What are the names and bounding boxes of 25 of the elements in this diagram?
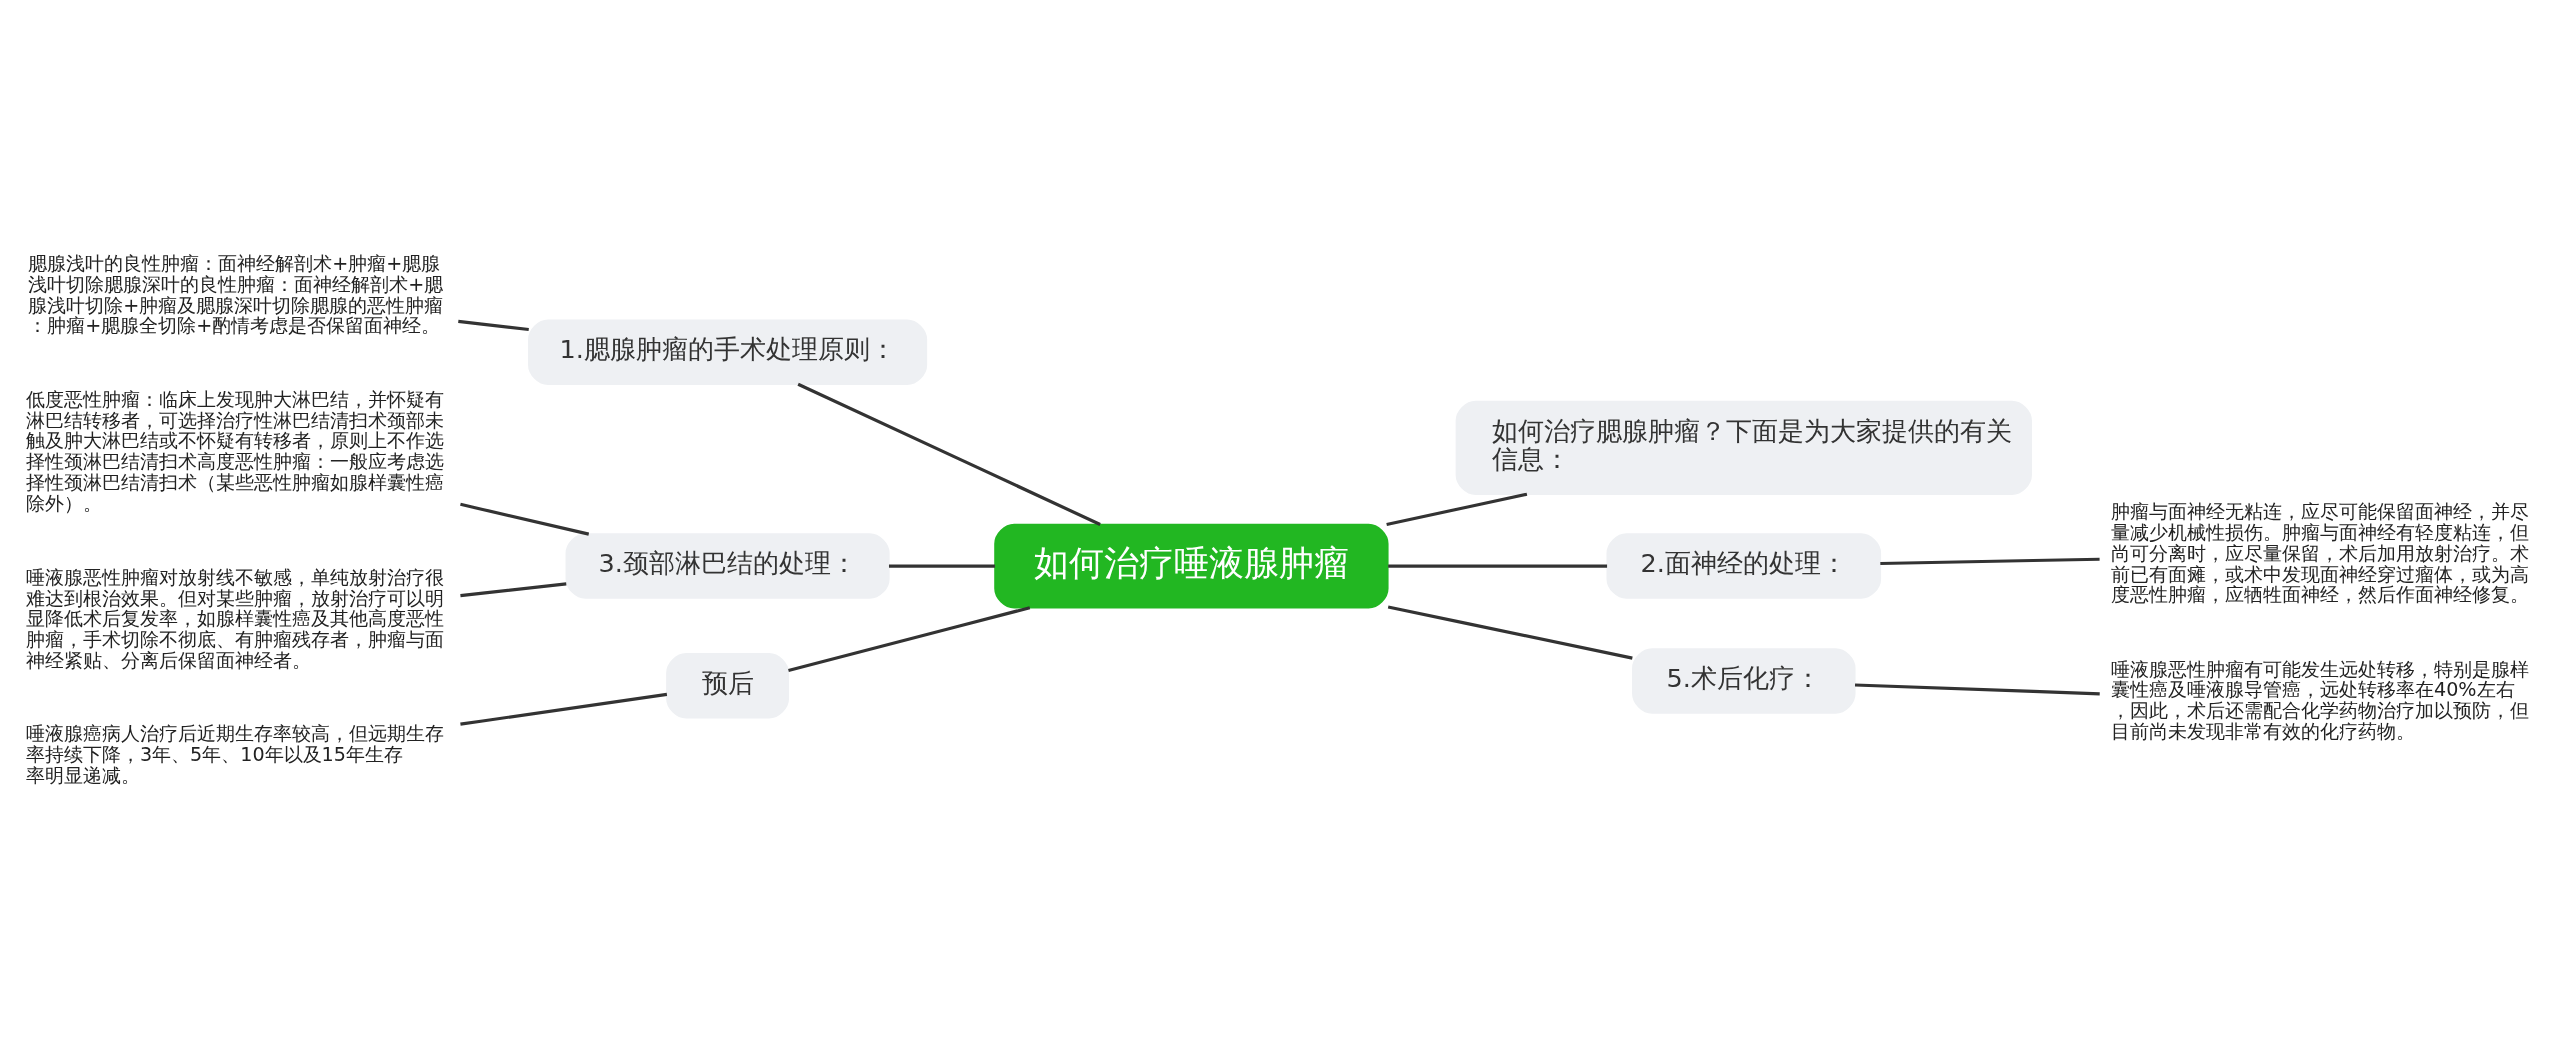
node-text: 肿瘤与面神经无粘连，应尽可能保留面神经，并尽量减少机械性损伤。肿瘤与面神经有轻度粘连，但尚可分离时，应尽量保留，术后加用放射治疗。术前已有面瘫，或术中发现面神经穿过瘤体，或为高度恶性肿瘤，应牺牲面神经，然后作面神经修复。 [2111,499,2530,606]
connector [1880,557,2100,565]
node-box: 5.术后化疗： [1632,647,1856,714]
connector [889,564,995,568]
connector [1387,604,1633,660]
connector [1388,564,1608,568]
connector [788,605,1031,672]
connector [460,692,668,726]
node-box: 预后 [666,652,790,719]
connector [460,502,590,536]
node-box: 3.颈部淋巴结的处理： [565,532,890,599]
connector [1854,682,2100,695]
node-box: 1.腮腺肿瘤的手术处理原则： [528,318,928,385]
node-text: 唾液腺恶性肿瘤对放射线不敏感，单纯放射治疗很难达到根治效果。但对某些肿瘤，放射治疗可以明显降低术后复发率，如腺样囊性癌及其他高度恶性肿瘤，手术切除不彻底、有肿瘤残存者，肿瘤与面神经紧贴、分离后保留面神经者。 [25,565,444,672]
node-text: 唾液腺癌病人治疗后近期生存率较高，但远期生存率持续下降，3年、5年、10年以及15年生存率明显递减。 [25,721,444,787]
connector [460,581,567,597]
node-text: 腮腺浅叶的良性肿瘤：面神经解剖术+肿瘤+腮腺浅叶切除腮腺深叶的良性肿瘤：面神经解剖术+腮腺浅叶切除+肿瘤及腮腺深叶切除腮腺的恶性肿瘤：肿瘤+腮腺全切除+酌情考虑是否保留面神经。 [28,251,444,337]
connector [797,382,1101,526]
connector [1386,492,1528,526]
node-box: 如何治疗腮腺肿瘤？下面是为大家提供的有关信息： [1455,400,2032,495]
node-text: 唾液腺恶性肿瘤有可能发生远处转移，特别是腺样囊性癌及唾液腺导管癌，远处转移率在40%左右，因此，术后还需配合化学药物治疗加以预防，但目前尚未发现非常有效的化疗药物。 [2111,657,2530,743]
connector [458,319,529,331]
node-box: 2.面神经的处理： [1606,532,1882,599]
node-box: 如何治疗唾液腺肿瘤 [994,523,1389,608]
node-text: 低度恶性肿瘤：临床上发现肿大淋巴结，并怀疑有淋巴结转移者，可选择治疗性淋巴结清扫术颈部未触及肿大淋巴结或不怀疑有转移者，原则上不作选择性颈淋巴结清扫术高度恶性肿瘤：一般应考虑选择性颈淋巴结清扫术（某些恶性肿瘤如腺样囊性癌除外）。 [25,387,444,515]
